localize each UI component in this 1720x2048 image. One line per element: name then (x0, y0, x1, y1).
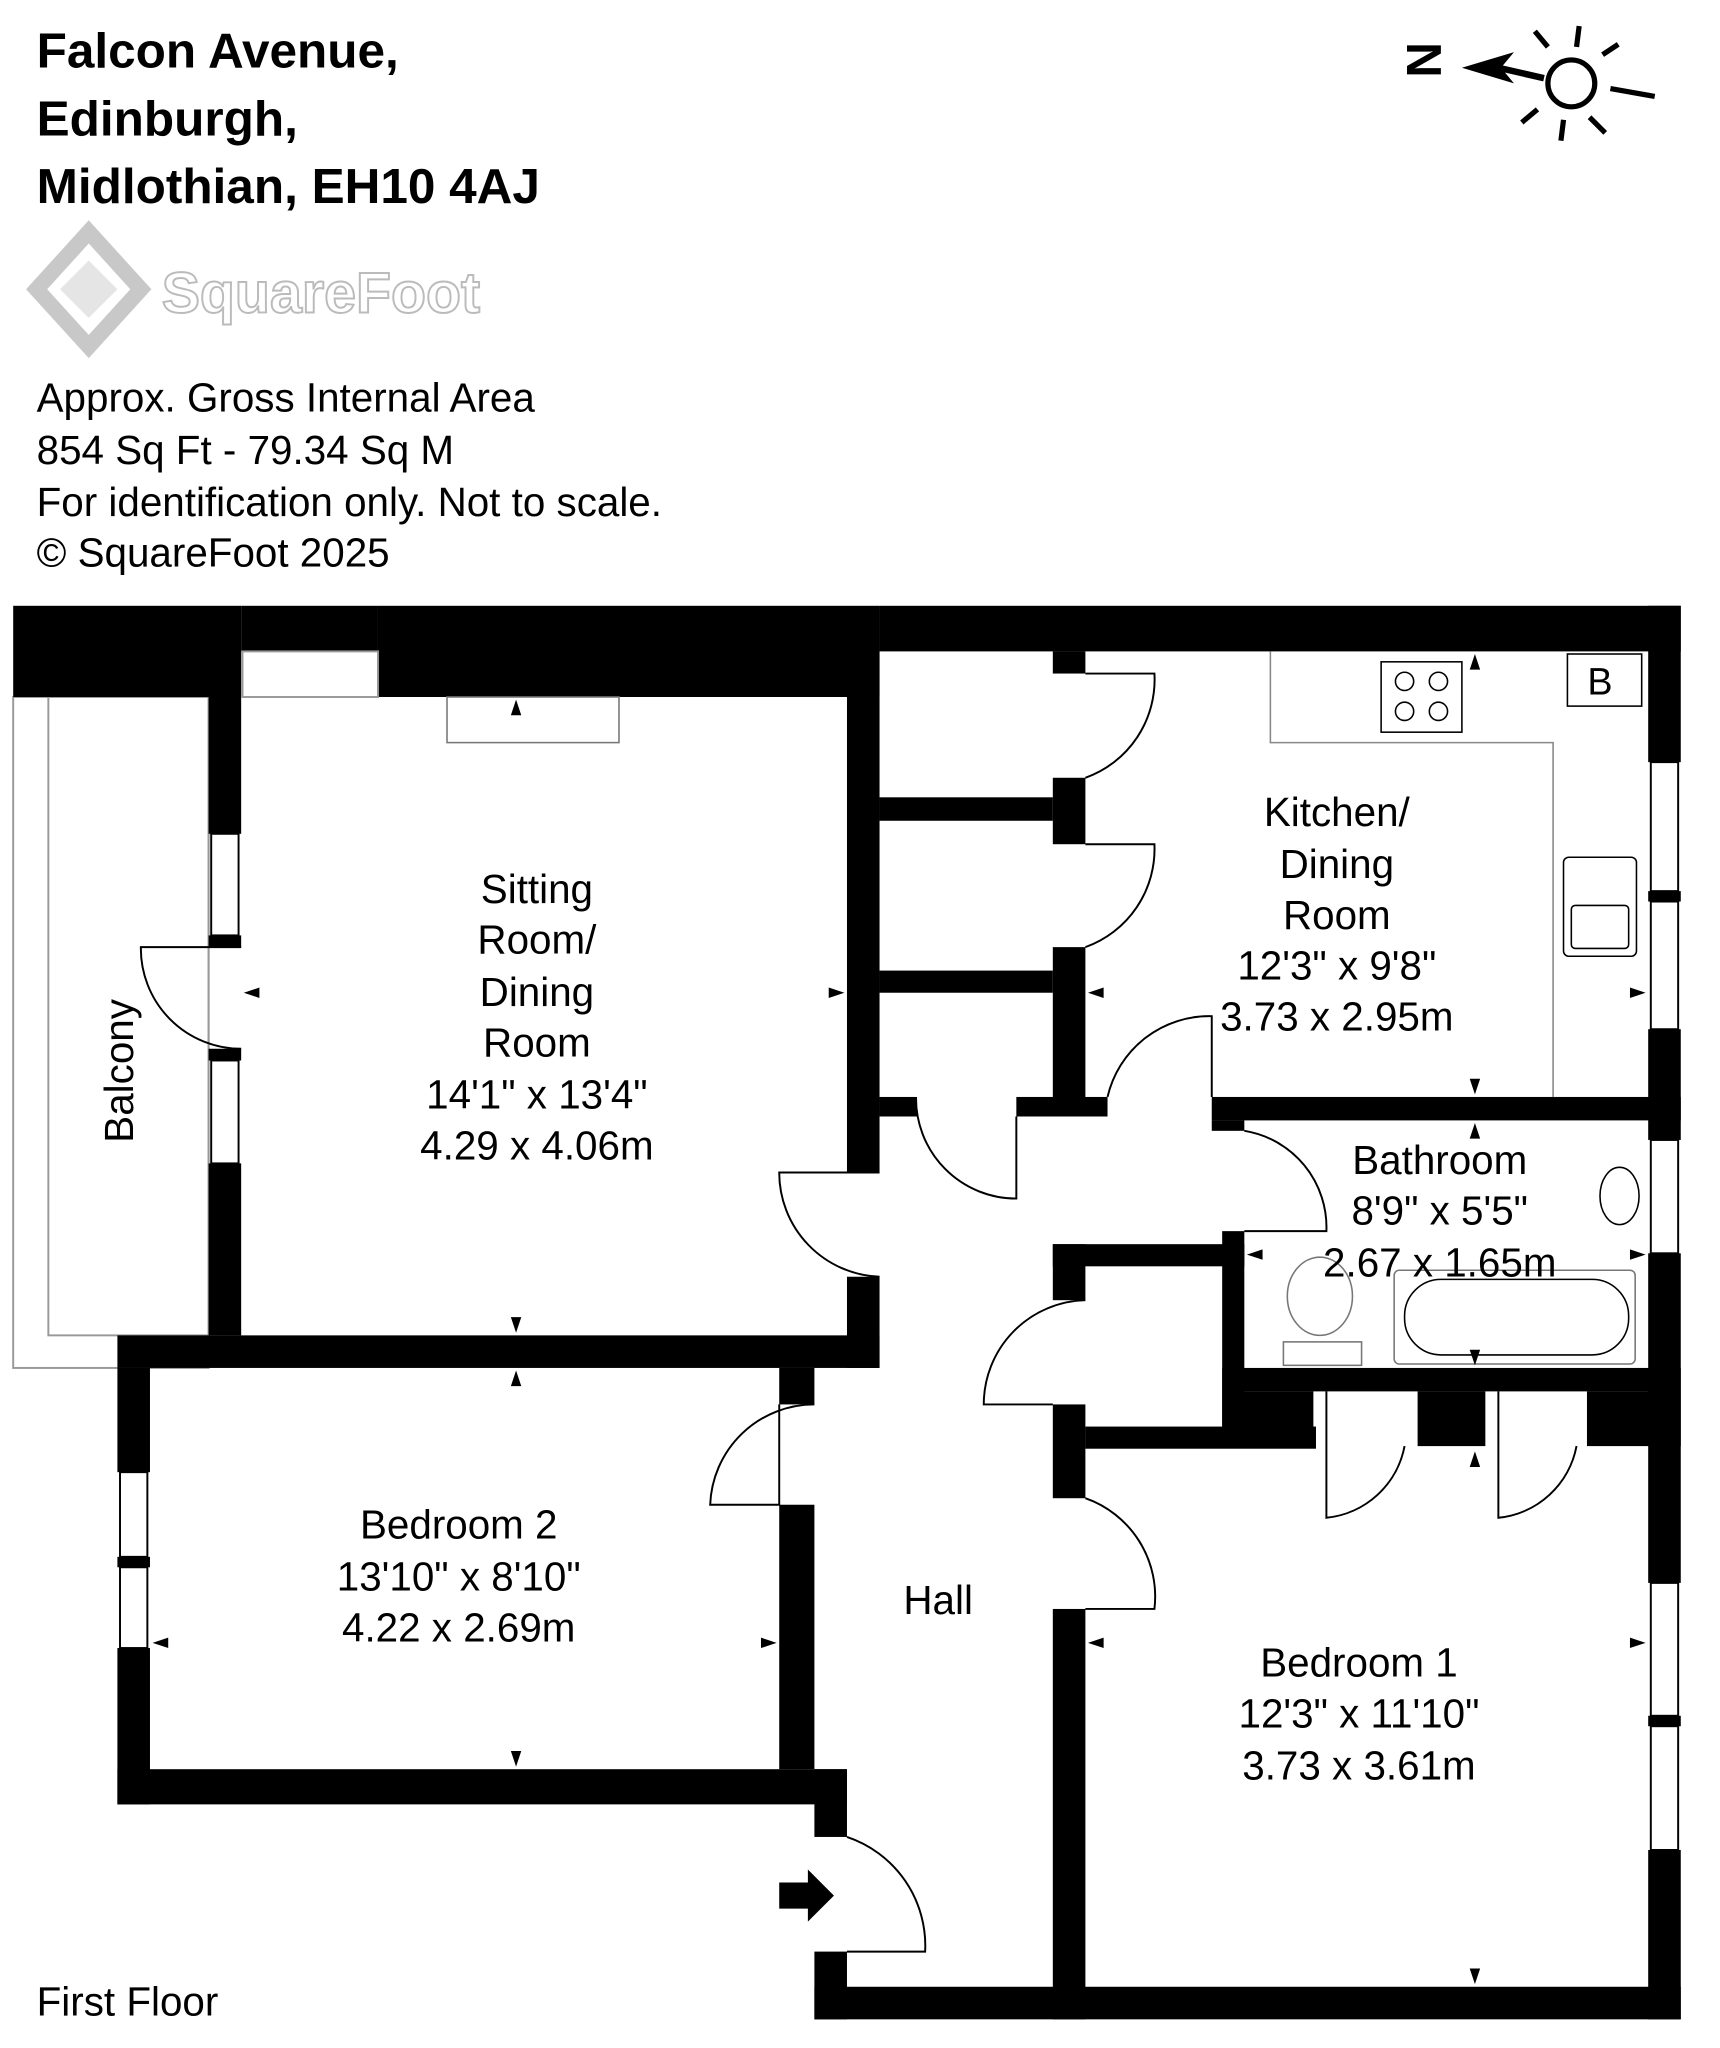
washbasin-icon (1599, 1166, 1640, 1226)
windows (119, 650, 1680, 1851)
room-dimensions-imperial: 13'10" x 8'10" (337, 1554, 581, 1600)
room-bedroom-1: Bedroom 1 12'3" x 11'10" 3.73 x 3.61m (1239, 1640, 1480, 1789)
room-dimensions-metric: 2.67 x 1.65m (1323, 1240, 1556, 1286)
room-name: Sitting (481, 866, 593, 912)
address-line: Midlothian, EH10 4AJ (37, 159, 540, 214)
room-name: Bedroom 2 (360, 1502, 558, 1548)
fixtures (446, 651, 1643, 1367)
room-name: Kitchen/ (1264, 789, 1411, 835)
room-dimensions-metric: 3.73 x 3.61m (1242, 1743, 1475, 1789)
room-name: Dining (1280, 841, 1394, 887)
room-dimensions-imperial: 12'3" x 11'10" (1239, 1691, 1480, 1737)
room-dimensions-imperial: 14'1" x 13'4" (426, 1072, 647, 1118)
balcony-label: Balcony (96, 998, 142, 1142)
room-bedroom-2: Bedroom 2 13'10" x 8'10" 4.22 x 2.69m (337, 1502, 581, 1651)
room-dimensions-metric: 3.73 x 2.95m (1220, 994, 1453, 1040)
room-name: Bathroom (1352, 1137, 1527, 1183)
toilet-icon (1286, 1256, 1354, 1337)
room-name: Room/ (477, 917, 597, 963)
dimension-markers (152, 654, 1646, 1985)
room-dimensions-metric: 4.22 x 2.69m (342, 1605, 575, 1651)
room-hall: Hall (903, 1577, 973, 1623)
walls (13, 605, 1681, 2020)
room-kitchen: Kitchen/ Dining Room 12'3" x 9'8" 3.73 x… (1220, 789, 1453, 1040)
doors (139, 672, 1578, 1953)
room-name: Dining (480, 969, 594, 1015)
floor-label: First Floor (37, 1978, 219, 2024)
info-line: For identification only. Not to scale. (37, 479, 662, 525)
room-name: Room (483, 1020, 591, 1066)
compass-icon: N (1396, 25, 1656, 142)
logo-text: SquareFoot (162, 262, 480, 326)
room-dimensions-metric: 4.29 x 4.06m (420, 1122, 653, 1168)
address-line: Edinburgh, (37, 91, 298, 146)
room-name: Room (1283, 892, 1391, 938)
north-label: N (1396, 42, 1451, 78)
hob-icon (1380, 661, 1463, 733)
boiler-label: B (1587, 661, 1612, 703)
room-bathroom: Bathroom 8'9" x 5'5" 2.67 x 1.65m (1323, 1137, 1556, 1286)
room-dimensions-imperial: 8'9" x 5'5" (1351, 1188, 1528, 1234)
info-line: Approx. Gross Internal Area (37, 375, 536, 421)
room-name: Bedroom 1 (1260, 1640, 1458, 1686)
entrance-arrow-icon (779, 1869, 834, 1922)
room-dimensions-imperial: 12'3" x 9'8" (1237, 943, 1436, 989)
bath-icon (1393, 1269, 1636, 1365)
boiler-icon (1566, 653, 1643, 707)
squarefoot-logo-icon: SquareFoot (26, 220, 481, 359)
sink-icon (1562, 856, 1638, 958)
address-line: Falcon Avenue, (37, 24, 399, 79)
room-sitting: Sitting Room/ Dining Room 14'1" x 13'4" … (420, 866, 653, 1169)
info-line: © SquareFoot 2025 (37, 530, 390, 576)
info-line: 854 Sq Ft - 79.34 Sq M (37, 427, 454, 473)
